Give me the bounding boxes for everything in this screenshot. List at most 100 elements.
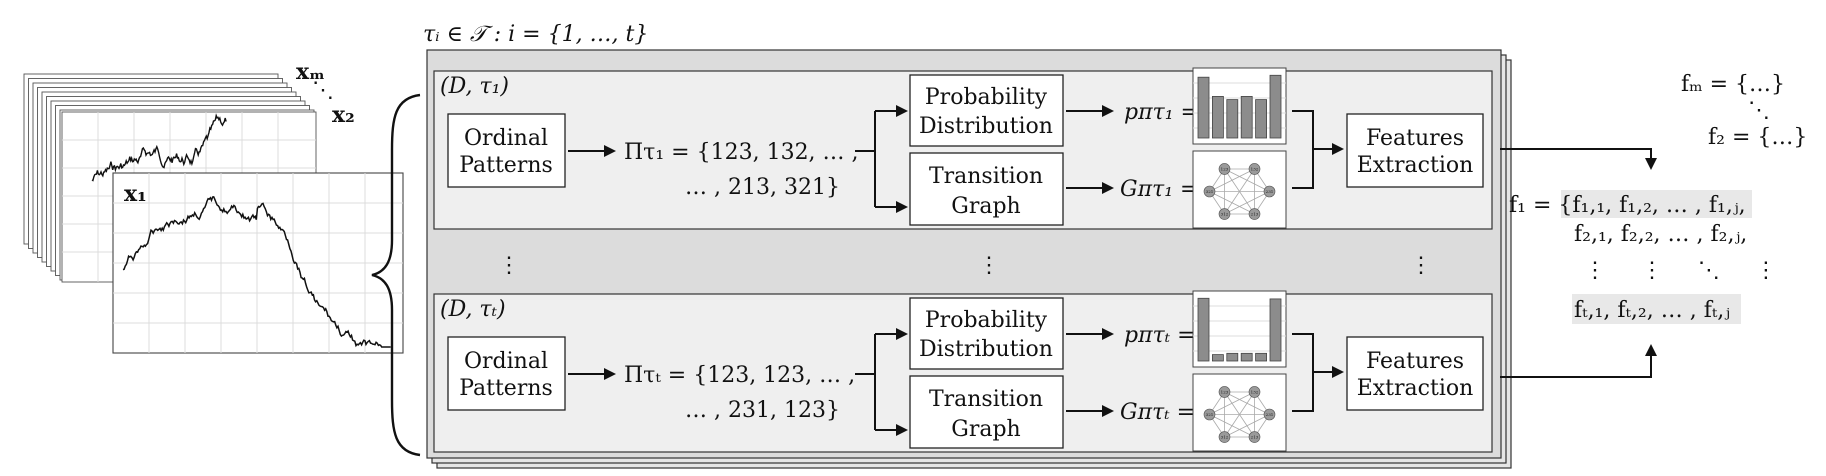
panel-2-tag: (D, τₜ) xyxy=(440,297,506,322)
panel-2-graph-node xyxy=(1248,386,1261,398)
time-series-stack xyxy=(23,73,404,354)
series-label-second: x₂ xyxy=(332,102,355,128)
panel-1-p-label: pπτ₁ = xyxy=(1124,100,1199,125)
f1-row4-highlight xyxy=(1572,294,1741,324)
panel-1-ordinal-box xyxy=(447,113,566,188)
panel-2-graph-node-label: 123 xyxy=(1221,389,1229,394)
panel-2-arrowhead xyxy=(1332,366,1344,378)
f1-line3: ⋮ ⋮ ⋱ ⋮ xyxy=(1584,258,1777,283)
panel-2-ordinal-box xyxy=(447,336,566,411)
panel-1-arrowhead xyxy=(1102,105,1114,117)
panel-1-probability-text: Probability xyxy=(925,85,1048,110)
panel-1-arrowhead xyxy=(896,201,908,213)
panel-2-graph-edge xyxy=(1209,414,1255,438)
panel-2-graph-node-label: 231 xyxy=(1266,412,1274,417)
panel-2-p-label: pπτₜ = xyxy=(1124,323,1196,348)
panel-1-features-text: Features xyxy=(1366,126,1464,151)
panel-1-graph-node-label: 312 xyxy=(1221,212,1229,217)
panel-2-graph-node-label: 213 xyxy=(1251,435,1259,440)
panel-2-features-text: Extraction xyxy=(1357,376,1474,401)
vdots-right: ⋮ xyxy=(1410,253,1432,278)
panel-2-histogram-bar xyxy=(1197,297,1210,362)
tau-header: τᵢ ∈ 𝒯 : i = {1, …, t} xyxy=(423,22,648,47)
panel-2-probability-text: Probability xyxy=(925,308,1048,333)
arrowhead-bottom xyxy=(1645,344,1657,356)
vdots-left: ⋮ xyxy=(498,253,520,278)
panel-2-features-box xyxy=(1346,336,1484,411)
panel-1-arrowhead xyxy=(604,145,616,157)
panel-1-graph-node xyxy=(1248,163,1261,175)
panel-2-ordinal-text: Ordinal xyxy=(464,349,548,374)
panel-2-pi-line1: Πτₜ = {123, 123, … , xyxy=(624,363,855,388)
panel-1-arrowhead xyxy=(1102,182,1114,194)
panel-2-features-text: Features xyxy=(1366,349,1464,374)
series-dots: ⋱ xyxy=(312,78,334,103)
panel-2-arrowhead xyxy=(896,328,908,340)
panel-2-histogram-bar xyxy=(1212,354,1224,362)
series-line-second xyxy=(91,113,227,182)
panel-1-histogram-bar xyxy=(1212,96,1224,139)
panel-1-g-label: Gπτ₁ = xyxy=(1120,177,1198,202)
panel-2-graph-node-label: 312 xyxy=(1221,435,1229,440)
panel-1-tag: (D, τ₁) xyxy=(440,74,509,99)
arrowhead-top xyxy=(1645,158,1657,170)
output-dots: ⋱ xyxy=(1748,98,1770,123)
panel-2-graph-node xyxy=(1203,408,1216,421)
panel-2-histogram-bar xyxy=(1255,352,1267,362)
panel-1-graph-node-label: 321 xyxy=(1206,189,1214,194)
panel-1-histogram-bar xyxy=(1255,99,1267,139)
panel-1-histogram-bar xyxy=(1197,76,1210,139)
panel-1-transition-box xyxy=(909,152,1064,226)
panel-2-graph-edge xyxy=(1224,414,1270,438)
panel-1-features-box xyxy=(1346,113,1484,188)
panel-2-histogram-bar xyxy=(1226,352,1239,362)
panel-1-graph-edge xyxy=(1224,191,1270,215)
panel-2-probability-text: Distribution xyxy=(919,337,1053,362)
panel-2-pi-line2: … , 231, 123} xyxy=(685,398,840,423)
panel-2-transition-text: Graph xyxy=(951,417,1020,442)
f1-line4: fₜ,₁, fₜ,₂, … , fₜ,ⱼ xyxy=(1574,298,1730,323)
features-to-output-top xyxy=(1500,148,1652,162)
f1-line2: f₂,₁, f₂,₂, … , f₂,ⱼ, xyxy=(1574,222,1747,247)
panel-2-graph-node xyxy=(1218,431,1231,443)
series-label-first: x₁ xyxy=(124,181,147,207)
panel-2-graph-node-label: 321 xyxy=(1206,412,1214,417)
panel-2-graph-edge xyxy=(1209,391,1255,415)
panel-1-graph-node-label: 132 xyxy=(1251,166,1259,171)
panel-2-arrowhead xyxy=(1102,405,1114,417)
f2-label: f₂ = {…} xyxy=(1708,125,1807,150)
panel-1-probability-box xyxy=(909,74,1064,147)
panel-1-transition-text: Graph xyxy=(951,194,1020,219)
panel-1-graph-node xyxy=(1218,208,1231,220)
panel-1-graph-node xyxy=(1203,185,1216,198)
panel-2-g-label: Gπτₜ = xyxy=(1120,400,1195,425)
panel-2-arrowhead xyxy=(604,368,616,380)
f1-line1: f₁ = {f₁,₁, f₁,₂, … , f₁,ⱼ, xyxy=(1509,193,1746,218)
panel-2-transition-text: Transition xyxy=(929,387,1043,412)
panel-2-histogram-bar xyxy=(1240,352,1253,362)
panel-1-graph-edge xyxy=(1209,191,1255,215)
panel-1-histogram-bar xyxy=(1269,74,1282,139)
panel-1-graph-edge xyxy=(1209,168,1255,192)
panel-2-graph-node xyxy=(1218,386,1231,398)
panel-1-graph-node xyxy=(1218,163,1231,175)
f1-row1-highlight xyxy=(1561,190,1752,218)
panel-1-arrowhead xyxy=(896,105,908,117)
panel-2-graph-node xyxy=(1248,431,1261,443)
panel-2-graph-node xyxy=(1263,408,1276,421)
series-label-last: xₘ xyxy=(296,59,325,85)
panel-2-arrowhead xyxy=(1102,328,1114,340)
series-line-first xyxy=(122,195,391,348)
fm-label: fₘ = {…} xyxy=(1681,72,1785,97)
features-to-output-bottom xyxy=(1500,352,1652,378)
panel-2-probability-box xyxy=(909,297,1064,370)
panel-1-probability-text: Distribution xyxy=(919,114,1053,139)
panel-2-arrowhead xyxy=(896,424,908,436)
vdots-middle: ⋮ xyxy=(978,253,1000,278)
panel-1-histogram-bar xyxy=(1240,96,1253,139)
panel-1-graph-node-label: 123 xyxy=(1221,166,1229,171)
panel-1-arrowhead xyxy=(1332,143,1344,155)
panel-2-histogram-bar xyxy=(1269,298,1282,362)
panel-2-graph-node-label: 132 xyxy=(1251,389,1259,394)
